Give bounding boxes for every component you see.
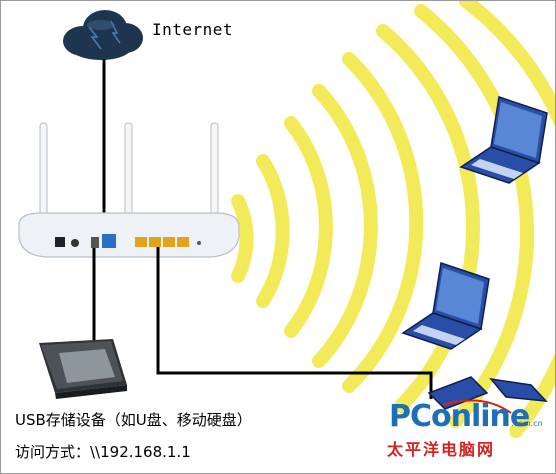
laptop-icon-middle	[401, 262, 490, 350]
antenna-right	[210, 122, 219, 222]
reset-button	[197, 241, 201, 245]
cloud-icon	[63, 10, 143, 60]
pconline-logo: PConline .com.cn 太平洋电脑网	[383, 399, 543, 459]
lan-ports	[135, 237, 189, 247]
wifi-wave-3	[284, 116, 333, 338]
wifi-wave-6	[376, 24, 481, 413]
wifi-wave-8	[459, 1, 555, 438]
wifi-waves	[231, 1, 555, 438]
usb-device-caption: USB存储设备（如U盘、移动硬盘）	[15, 411, 252, 429]
internet-label: Internet	[152, 20, 234, 39]
logo-domain: .com.cn	[511, 419, 543, 428]
wifi-wave-4	[312, 84, 378, 368]
wifi-wave-7	[414, 4, 534, 428]
power-button	[55, 237, 65, 247]
wan-port	[102, 234, 116, 248]
wifi-wave-1	[231, 194, 254, 283]
antenna-left	[39, 122, 48, 222]
laptop-icon-top	[459, 96, 548, 184]
router-antennas	[39, 122, 219, 222]
logo-brand: PConline	[389, 399, 530, 434]
usb-port	[91, 237, 99, 248]
logo-chinese: 太平洋电脑网	[387, 440, 496, 459]
usb-storage-icon	[39, 339, 127, 399]
laptop-icon-bottom	[427, 376, 548, 410]
wifi-wave-2	[256, 154, 290, 308]
router	[18, 212, 240, 258]
logo-swoosh	[442, 399, 512, 414]
lan-cable	[156, 247, 433, 399]
wifi-wave-5	[342, 52, 424, 393]
power-jack	[71, 239, 79, 247]
antenna-center	[124, 122, 133, 222]
access-method-caption: 访问方式：\\192.168.1.1	[15, 443, 191, 461]
